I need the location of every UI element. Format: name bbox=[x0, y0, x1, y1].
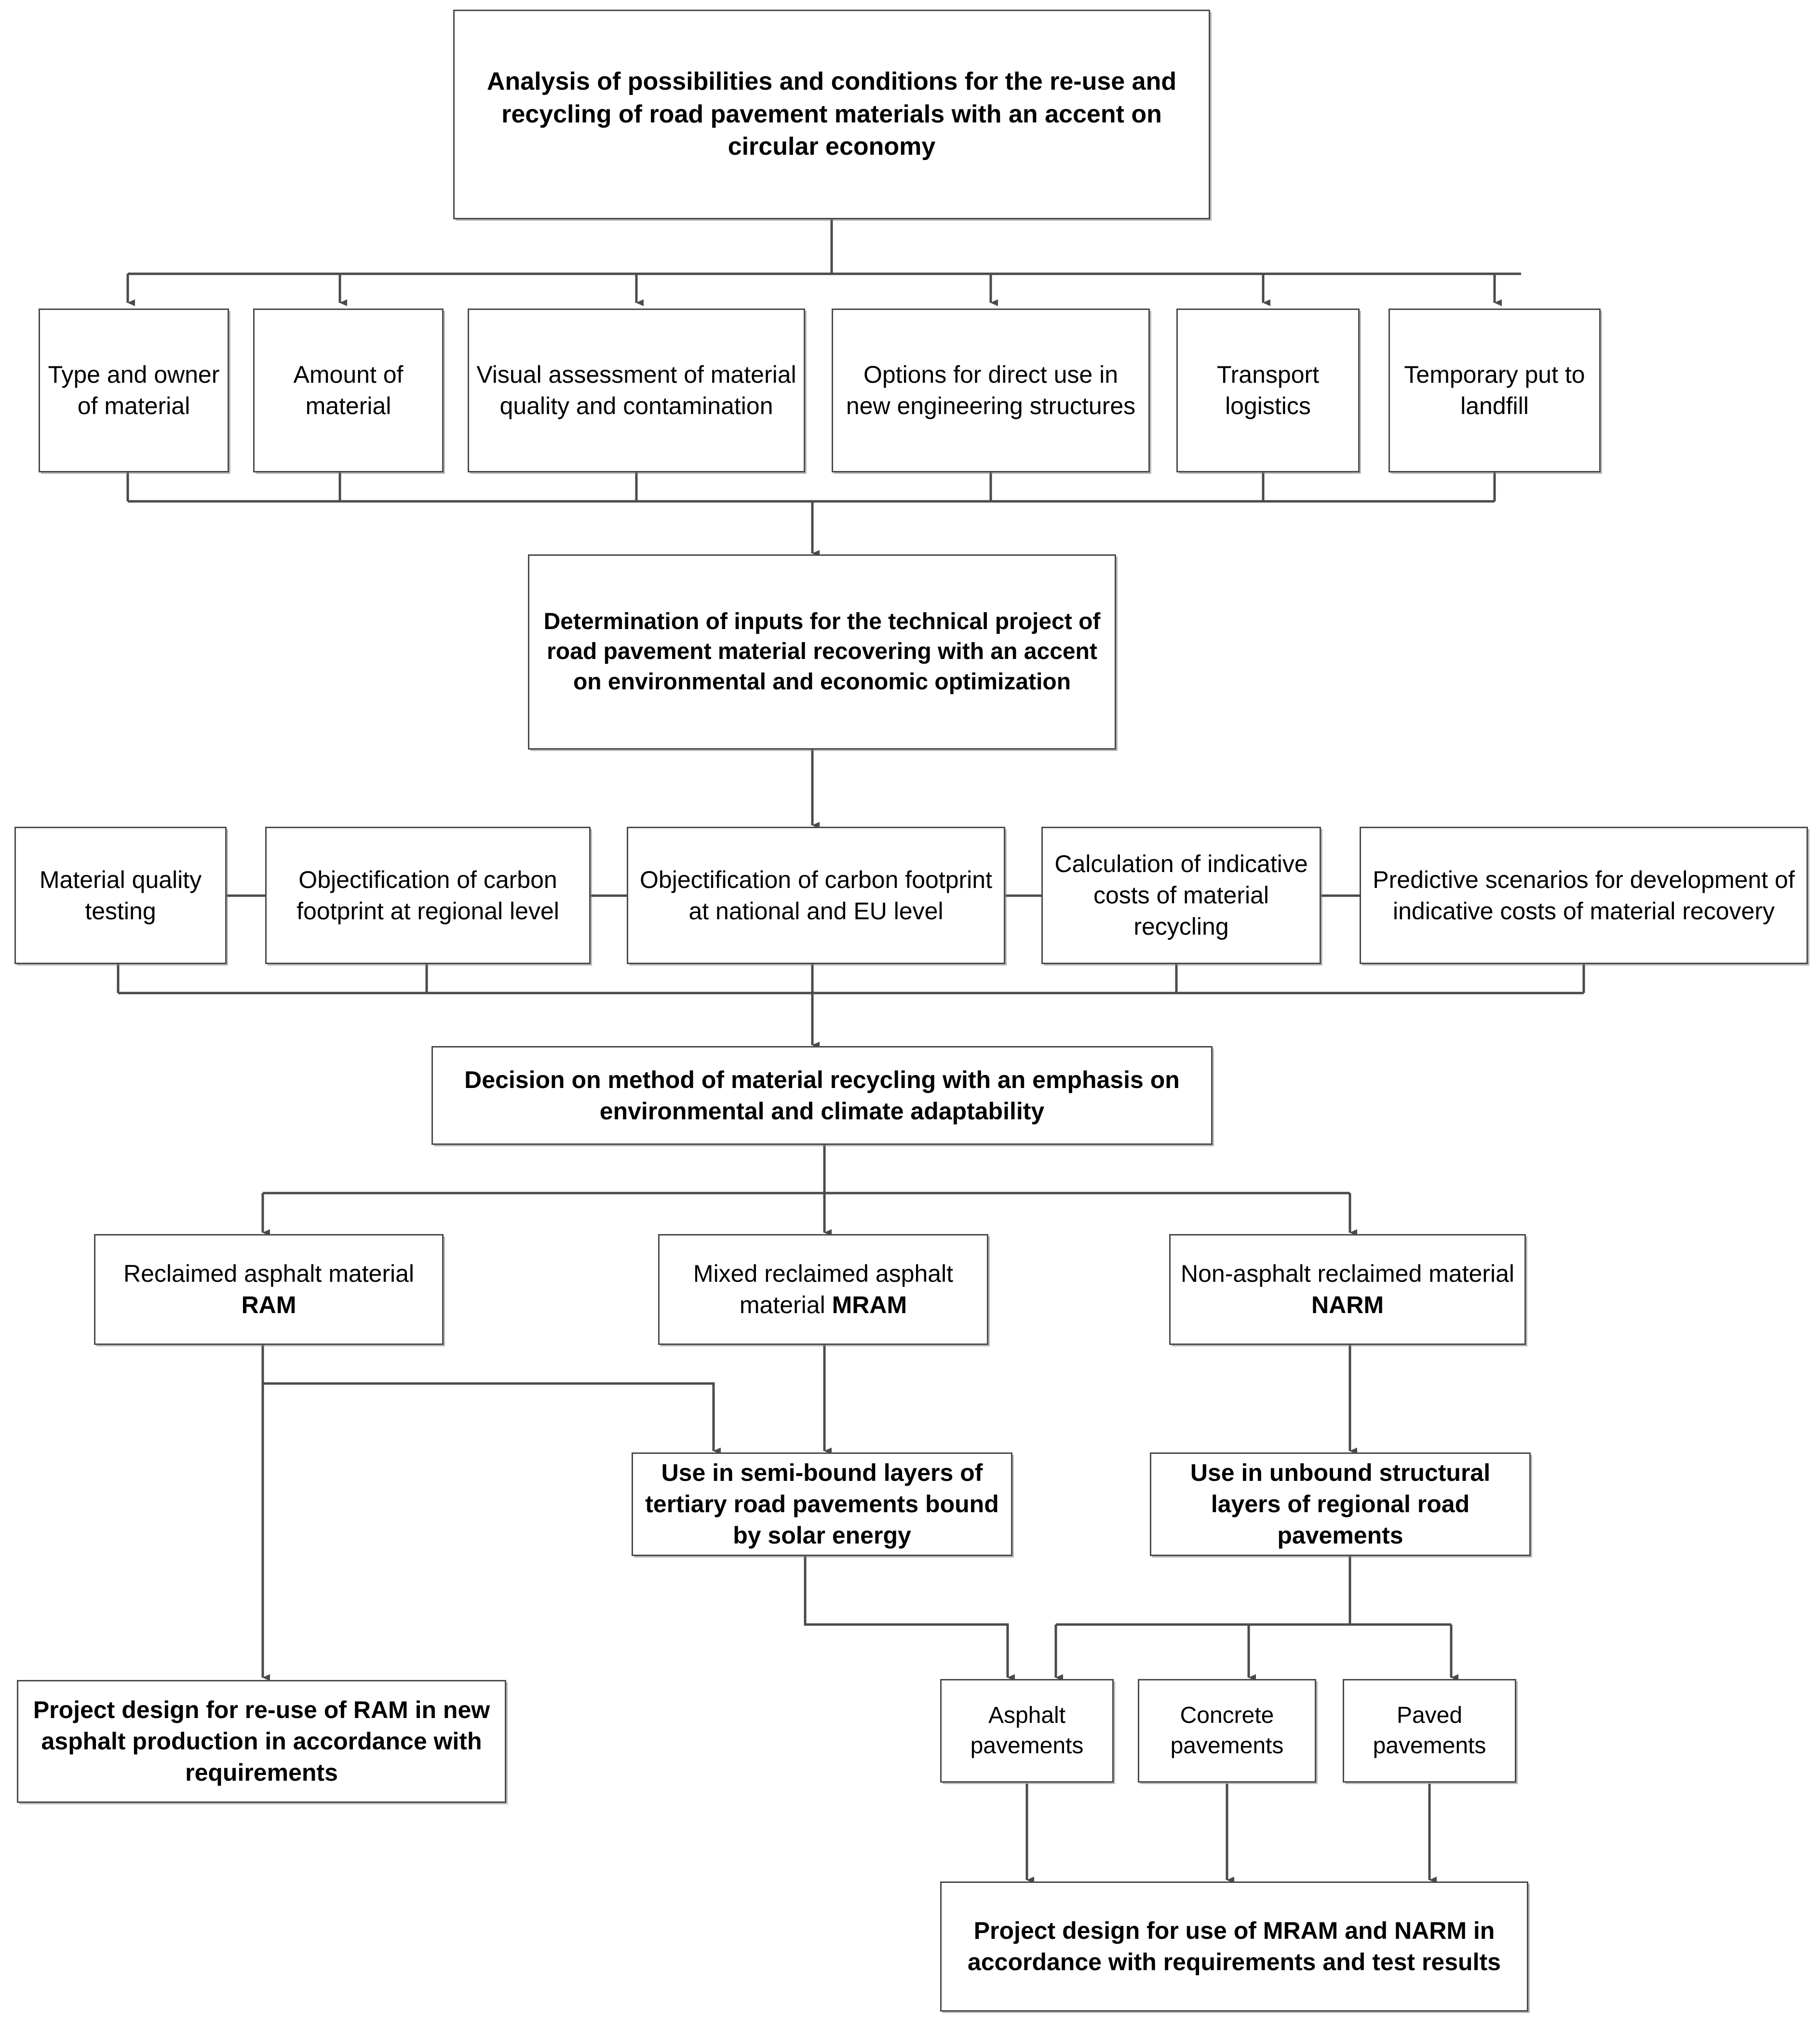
node-use-unbound-label: Use in unbound structural layers of regi… bbox=[1190, 1459, 1491, 1549]
node-material-quality-testing[interactable]: Material quality testing bbox=[14, 827, 227, 964]
node-temporary-landfill[interactable]: Temporary put to landfill bbox=[1389, 309, 1601, 472]
node-use-unbound[interactable]: Use in unbound structural layers of regi… bbox=[1150, 1452, 1531, 1556]
node-material-quality-testing-label: Material quality testing bbox=[39, 866, 202, 925]
node-ram[interactable]: Reclaimed asphalt material RAM bbox=[94, 1234, 444, 1345]
node-carbon-footprint-national-eu-label: Objectification of carbon footprint at n… bbox=[640, 866, 992, 925]
node-determination-of-inputs-label: Determination of inputs for the technica… bbox=[543, 608, 1101, 695]
node-narm-text: Non-asphalt reclaimed material bbox=[1181, 1260, 1514, 1287]
node-carbon-footprint-regional[interactable]: Objectification of carbon footprint at r… bbox=[265, 827, 591, 964]
node-ram-label: Reclaimed asphalt material RAM bbox=[102, 1258, 435, 1321]
node-mram[interactable]: Mixed reclaimed asphalt material MRAM bbox=[658, 1234, 988, 1345]
node-project-design-mram-narm[interactable]: Project design for use of MRAM and NARM … bbox=[940, 1881, 1528, 2012]
node-project-design-mram-narm-label: Project design for use of MRAM and NARM … bbox=[968, 1917, 1501, 1975]
node-use-semi-bound-label: Use in semi-bound layers of tertiary roa… bbox=[645, 1459, 999, 1549]
node-concrete-pavements[interactable]: Concrete pavements bbox=[1138, 1679, 1316, 1783]
node-carbon-footprint-regional-label: Objectification of carbon footprint at r… bbox=[297, 866, 559, 925]
node-analysis-root[interactable]: Analysis of possibilities and conditions… bbox=[453, 10, 1210, 219]
node-asphalt-pavements[interactable]: Asphalt pavements bbox=[940, 1679, 1114, 1783]
node-temporary-landfill-label: Temporary put to landfill bbox=[1404, 361, 1585, 419]
node-amount[interactable]: Amount of material bbox=[253, 309, 444, 472]
node-transport-logistics-label: Transport logistics bbox=[1216, 361, 1320, 419]
node-project-design-ram[interactable]: Project design for re-use of RAM in new … bbox=[17, 1680, 506, 1803]
node-mram-label: Mixed reclaimed asphalt material MRAM bbox=[666, 1258, 980, 1321]
node-indicative-costs-recycling[interactable]: Calculation of indicative costs of mater… bbox=[1041, 827, 1321, 964]
node-direct-use-options[interactable]: Options for direct use in new engineerin… bbox=[832, 309, 1150, 472]
node-mram-acronym: MRAM bbox=[832, 1291, 907, 1318]
node-decision-method[interactable]: Decision on method of material recycling… bbox=[431, 1046, 1213, 1145]
node-use-semi-bound[interactable]: Use in semi-bound layers of tertiary roa… bbox=[632, 1452, 1012, 1556]
wire-ram-to-semibound bbox=[263, 1382, 721, 1454]
node-ram-text: Reclaimed asphalt material bbox=[123, 1260, 415, 1287]
node-narm-acronym: NARM bbox=[1311, 1291, 1384, 1318]
wire-semibound-to-asphalt bbox=[804, 1555, 1015, 1681]
node-asphalt-pavements-label: Asphalt pavements bbox=[970, 1703, 1084, 1759]
node-transport-logistics[interactable]: Transport logistics bbox=[1176, 309, 1360, 472]
node-predictive-scenarios[interactable]: Predictive scenarios for development of … bbox=[1360, 827, 1808, 964]
node-amount-label: Amount of material bbox=[293, 361, 404, 419]
node-paved-pavements-label: Paved pavements bbox=[1373, 1703, 1486, 1759]
node-concrete-pavements-label: Concrete pavements bbox=[1170, 1703, 1284, 1759]
node-analysis-root-label: Analysis of possibilities and conditions… bbox=[486, 67, 1177, 161]
node-visual-assessment[interactable]: Visual assessment of material quality an… bbox=[468, 309, 805, 472]
node-carbon-footprint-national-eu[interactable]: Objectification of carbon footprint at n… bbox=[627, 827, 1005, 964]
node-narm-label: Non-asphalt reclaimed material NARM bbox=[1177, 1258, 1518, 1321]
node-determination-of-inputs[interactable]: Determination of inputs for the technica… bbox=[528, 554, 1116, 750]
node-paved-pavements[interactable]: Paved pavements bbox=[1343, 1679, 1516, 1783]
node-narm[interactable]: Non-asphalt reclaimed material NARM bbox=[1169, 1234, 1526, 1345]
node-predictive-scenarios-label: Predictive scenarios for development of … bbox=[1373, 866, 1795, 925]
node-mram-text: Mixed reclaimed asphalt material bbox=[693, 1260, 954, 1318]
node-type-owner[interactable]: Type and owner of material bbox=[39, 309, 229, 472]
node-decision-method-label: Decision on method of material recycling… bbox=[464, 1066, 1180, 1125]
node-type-owner-label: Type and owner of material bbox=[48, 361, 220, 419]
node-project-design-ram-label: Project design for re-use of RAM in new … bbox=[33, 1696, 490, 1786]
node-ram-acronym: RAM bbox=[241, 1291, 297, 1318]
node-visual-assessment-label: Visual assessment of material quality an… bbox=[476, 361, 796, 419]
node-indicative-costs-recycling-label: Calculation of indicative costs of mater… bbox=[1054, 850, 1308, 940]
node-direct-use-options-label: Options for direct use in new engineerin… bbox=[846, 361, 1136, 419]
